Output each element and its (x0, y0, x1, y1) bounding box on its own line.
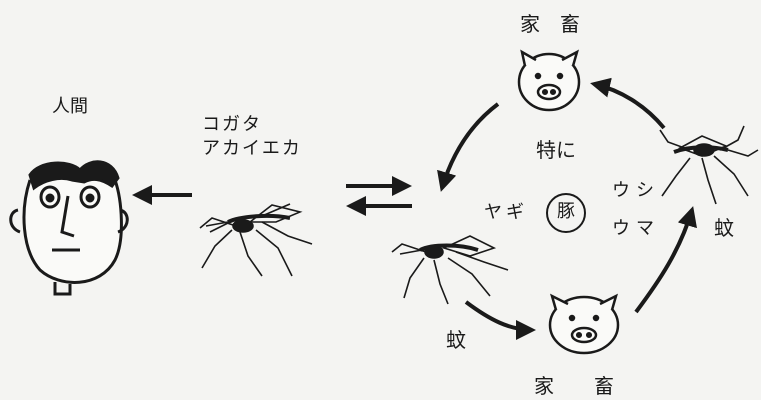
mosquito-icon-cycle-right (660, 126, 758, 204)
cycle-arrow-left-to-bottom (466, 302, 532, 330)
mosquito-icon-cycle-left (392, 236, 508, 304)
livestock-top-label: 家 畜 (520, 14, 580, 34)
mosquito-label-left: 蚊 (446, 330, 466, 350)
goat-label: ヤギ (484, 204, 528, 222)
pig-icon-top (519, 52, 579, 110)
cow-label: ウシ (612, 182, 660, 200)
especially-label: 特に (536, 140, 576, 160)
cycle-arrow-right-to-top (594, 84, 664, 128)
mosquito-label-right: 蚊 (714, 218, 734, 238)
pig-char-label: 豚 (557, 203, 575, 221)
human-face-icon (11, 162, 128, 294)
livestock-bottom-label: 家 畜 (534, 376, 614, 396)
horse-label: ウマ (612, 220, 660, 238)
pig-icon-bottom (550, 296, 618, 353)
mosquito-icon (200, 204, 312, 276)
mosquito-name-line2: アカイエカ (202, 140, 302, 158)
human-label: 人間 (52, 98, 88, 116)
mosquito-name-line1: コガタ (202, 116, 262, 134)
cycle-arrow-top-to-left (442, 104, 498, 188)
